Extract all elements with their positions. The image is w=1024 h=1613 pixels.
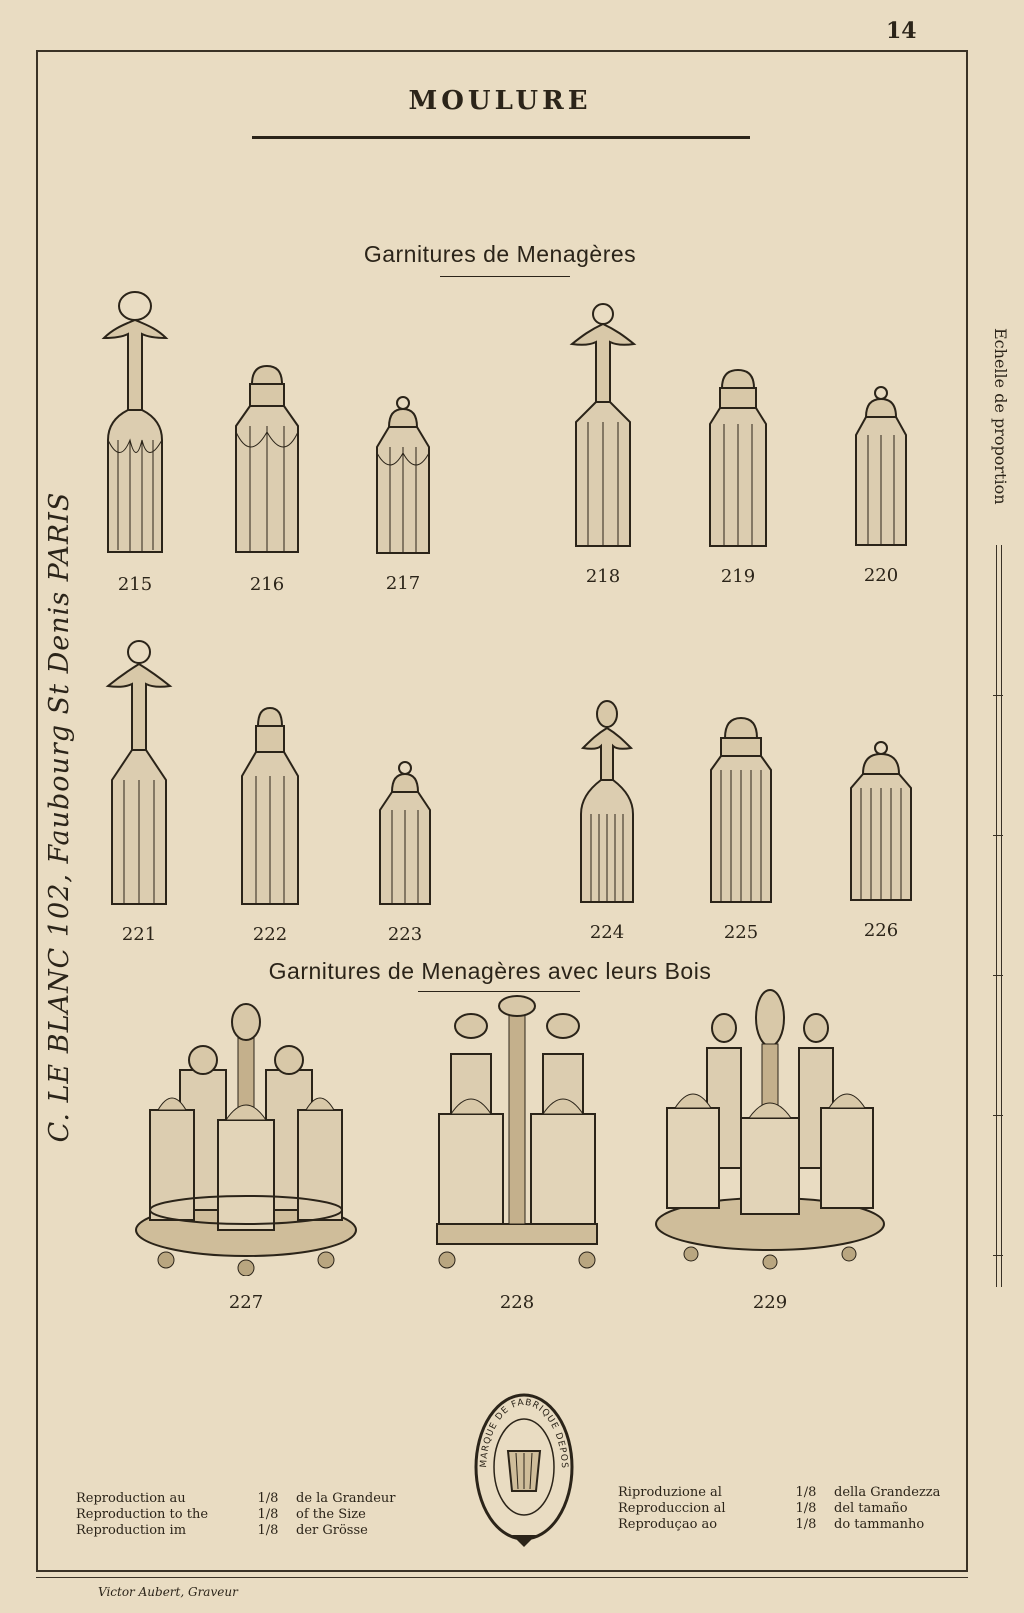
cruet-stand-illustration bbox=[436, 995, 598, 1269]
shaker-illustration bbox=[709, 368, 767, 547]
item-218: 218 bbox=[548, 302, 658, 587]
trademark-seal-icon: MARQUE DE FABRIQUE DEPOSEE bbox=[469, 1380, 574, 1547]
shaker-illustration bbox=[850, 741, 912, 901]
shaker-illustration bbox=[376, 396, 430, 554]
item-number: 220 bbox=[863, 565, 899, 586]
item-number: 222 bbox=[252, 924, 288, 945]
page-title: MOULURE bbox=[408, 86, 592, 116]
set-number: 229 bbox=[752, 1292, 788, 1313]
set-number: 228 bbox=[499, 1292, 535, 1313]
item-226: 226 bbox=[826, 740, 936, 941]
proportion-scale bbox=[993, 545, 1003, 1287]
publisher-address: C. LE BLANC 102, Faubourg St Denis PARIS bbox=[44, 491, 75, 1143]
scale-label: Echelle de proportion bbox=[991, 328, 1010, 505]
shaker-illustration bbox=[241, 706, 299, 905]
set-227: 227 bbox=[116, 1000, 376, 1313]
item-number: 215 bbox=[117, 574, 153, 595]
item-number: 219 bbox=[720, 566, 756, 587]
item-number: 217 bbox=[385, 573, 421, 594]
shaker-illustration bbox=[235, 364, 299, 553]
item-number: 224 bbox=[589, 922, 625, 943]
set-228: 228 bbox=[387, 994, 647, 1313]
page-frame bbox=[36, 50, 968, 1572]
bottom-rule bbox=[36, 1577, 968, 1578]
item-222: 222 bbox=[215, 704, 325, 945]
title-rule bbox=[252, 136, 750, 139]
shaker-illustration bbox=[379, 761, 431, 905]
decanter-illustration bbox=[105, 640, 173, 905]
section-rule-avec-bois bbox=[418, 991, 580, 992]
decanter-illustration bbox=[569, 303, 637, 547]
decanter-illustration bbox=[580, 700, 634, 903]
item-217: 217 bbox=[348, 395, 458, 594]
item-215: 215 bbox=[80, 290, 190, 595]
decanter-illustration bbox=[101, 291, 169, 553]
item-number: 218 bbox=[585, 566, 621, 587]
item-number: 226 bbox=[863, 920, 899, 941]
trademark-seal: MARQUE DE FABRIQUE DEPOSEE bbox=[469, 1380, 576, 1557]
item-number: 225 bbox=[723, 922, 759, 943]
item-220: 220 bbox=[826, 385, 936, 586]
shaker-illustration bbox=[855, 386, 907, 546]
item-216: 216 bbox=[212, 362, 322, 595]
item-225: 225 bbox=[686, 714, 796, 943]
engraver-credit: Victor Aubert, Graveur bbox=[98, 1585, 238, 1599]
set-number: 227 bbox=[228, 1292, 264, 1313]
item-number: 221 bbox=[121, 924, 157, 945]
section-heading-menageres: Garnitures de Menagères bbox=[363, 241, 637, 267]
item-219: 219 bbox=[683, 366, 793, 587]
set-229: 229 bbox=[640, 988, 900, 1313]
section-rule-menageres bbox=[440, 276, 570, 277]
item-number: 223 bbox=[387, 924, 423, 945]
item-224: 224 bbox=[552, 700, 662, 943]
section-heading-avec-bois: Garnitures de Menagères avec leurs Bois bbox=[268, 958, 712, 984]
item-221: 221 bbox=[84, 640, 194, 945]
item-223: 223 bbox=[350, 760, 460, 945]
cruet-stand-illustration bbox=[135, 1003, 357, 1276]
cruet-stand-illustration bbox=[655, 989, 885, 1270]
page-number: 14 bbox=[886, 18, 917, 44]
shaker-illustration bbox=[710, 716, 772, 903]
item-number: 216 bbox=[249, 574, 285, 595]
